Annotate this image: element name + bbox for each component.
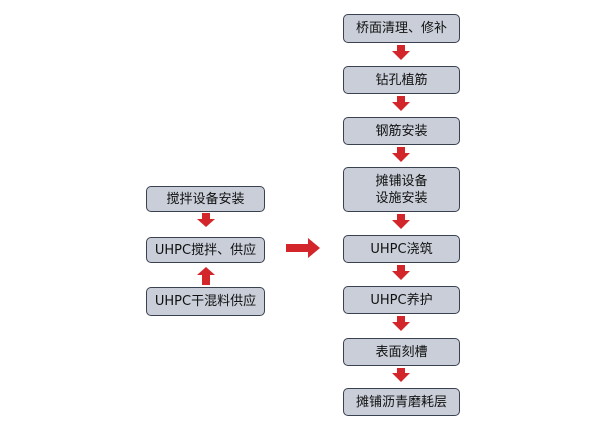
arrow-down-right-7	[392, 368, 410, 382]
left-step-equipment-install: 搅拌设备安装	[146, 186, 265, 212]
right-step-7: 表面刻槽	[343, 338, 460, 366]
right-step-5: UHPC浇筑	[343, 235, 460, 263]
arrow-down-right-2	[392, 96, 410, 111]
right-step-6: UHPC养护	[343, 286, 460, 314]
arrow-down-right-4	[392, 214, 410, 229]
arrow-down-right-1	[392, 45, 410, 60]
right-step-3: 钢筋安装	[343, 117, 460, 145]
arrow-up-left-2	[197, 267, 215, 285]
right-step-8: 摊铺沥青磨耗层	[343, 388, 460, 416]
arrow-down-right-6	[392, 316, 410, 331]
arrow-down-left-1	[197, 213, 215, 227]
arrow-down-right-3	[392, 147, 410, 162]
arrow-down-right-5	[392, 265, 410, 280]
left-step-mixing-supply: UHPC搅拌、供应	[146, 237, 265, 263]
arrow-right-main	[286, 238, 320, 258]
right-step-4: 摊铺设备 设施安装	[343, 167, 460, 212]
right-step-2: 钻孔植筋	[343, 66, 460, 94]
left-step-dry-mix-supply: UHPC干混料供应	[146, 287, 265, 316]
right-step-1: 桥面清理、修补	[343, 14, 460, 43]
